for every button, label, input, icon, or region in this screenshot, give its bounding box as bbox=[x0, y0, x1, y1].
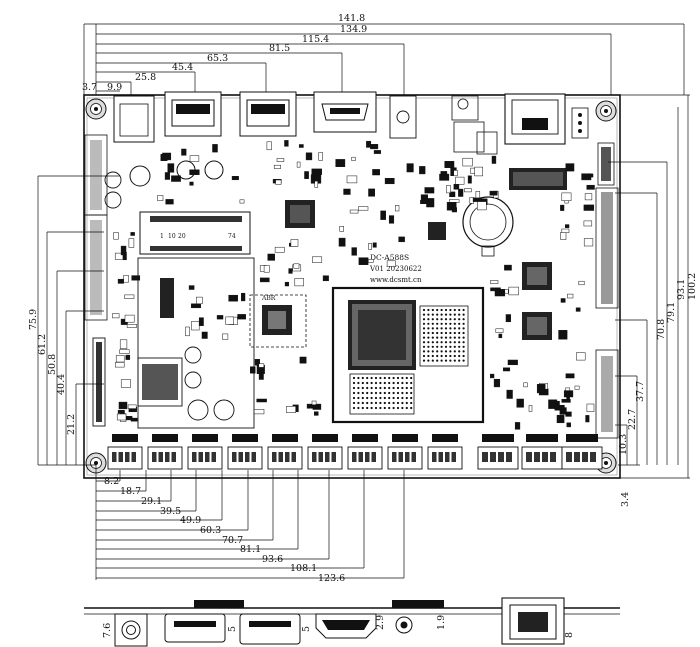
usb-port-1 bbox=[164, 91, 222, 137]
bottom-edge-connectors bbox=[107, 434, 603, 470]
side-view: 7.6 5 5 2.9 1.9 8 bbox=[84, 597, 620, 647]
dim-top-65-3: 65.3 bbox=[207, 53, 228, 64]
dc-jack-connector bbox=[113, 95, 155, 143]
dim-bottom-8: 93.6 bbox=[262, 554, 283, 565]
side-dim-1-9: 1.9 bbox=[436, 615, 447, 630]
dim-top-25-8: 25.8 bbox=[135, 72, 156, 83]
dim-left-21-2: 21.2 bbox=[66, 414, 77, 435]
dim-top-3-7: 3.7 bbox=[82, 82, 97, 93]
board-model-text: DC-A588S bbox=[370, 253, 409, 262]
pcb-board: 1 10 20 74 ABR DC-A588S V01 20230622 www… bbox=[83, 91, 621, 479]
hdmi-connector bbox=[313, 91, 377, 133]
audio-jack bbox=[389, 95, 417, 139]
coin-battery bbox=[462, 196, 514, 257]
pmic-area: ABR bbox=[249, 294, 307, 348]
side-dim-8: 8 bbox=[564, 632, 575, 638]
dim-bottom-5: 60.3 bbox=[200, 525, 221, 536]
board-silkscreen-label: DC-A588S V01 20230622 www.dcsmt.cn bbox=[369, 253, 422, 284]
side-dim-5-b: 5 bbox=[301, 626, 312, 632]
dim-left-61-2: 61.2 bbox=[37, 334, 48, 355]
dim-right-3-4: 3.4 bbox=[620, 492, 631, 507]
dim-top-134-9: 134.9 bbox=[340, 24, 367, 35]
mounting-hole-top-left bbox=[85, 98, 107, 120]
top-dimensions: 141.8 134.9 115.4 81.5 65.3 45.4 25.8 9.… bbox=[82, 13, 685, 97]
fpc-connector-left bbox=[92, 337, 106, 427]
usb-port-2 bbox=[239, 91, 297, 137]
dim-bottom-1: 18.7 bbox=[120, 486, 141, 497]
soc-module bbox=[331, 286, 485, 424]
mpcie-slot: 1 10 20 74 bbox=[139, 211, 251, 255]
dim-right-100-2: 100.2 bbox=[687, 273, 698, 300]
dim-bottom-7: 81.1 bbox=[240, 544, 261, 555]
svg-text:74: 74 bbox=[228, 233, 236, 240]
svg-text:10: 10 bbox=[168, 233, 176, 240]
board-version-text: V01 20230622 bbox=[369, 265, 422, 273]
right-dimensions: 100.2 93.1 79.1 70.8 37.7 22.7 10.3 3.4 bbox=[608, 94, 698, 507]
dim-top-81-5: 81.5 bbox=[269, 43, 290, 54]
dim-left-40-4: 40.4 bbox=[56, 374, 67, 395]
svg-text:1: 1 bbox=[160, 233, 164, 240]
mounting-hole-bottom-left bbox=[85, 452, 107, 474]
dim-bottom-9: 108.1 bbox=[290, 563, 317, 574]
dim-top-115-4: 115.4 bbox=[302, 34, 329, 45]
side-dim-2-9: 2.9 bbox=[375, 615, 386, 630]
dim-bottom-10: 123.6 bbox=[318, 573, 345, 584]
smd-components bbox=[112, 140, 595, 430]
dim-left-50-8: 50.8 bbox=[47, 354, 58, 375]
dim-right-37-7: 37.7 bbox=[635, 381, 646, 402]
right-pin-header bbox=[595, 142, 619, 439]
dim-top-45-4: 45.4 bbox=[172, 62, 193, 73]
dim-bottom-3: 39.5 bbox=[160, 506, 181, 517]
side-dim-5-a: 5 bbox=[227, 626, 238, 632]
left-pin-header bbox=[84, 134, 108, 321]
side-dim-7-6: 7.6 bbox=[102, 623, 113, 638]
dim-top-141-8: 141.8 bbox=[338, 13, 365, 24]
chip-label-abr: ABR bbox=[261, 295, 276, 302]
svg-text:20: 20 bbox=[178, 233, 186, 240]
dim-right-79-1: 79.1 bbox=[666, 302, 677, 323]
mounting-hole-top-right bbox=[595, 100, 617, 122]
board-website-text: www.dcsmt.cn bbox=[370, 276, 422, 284]
dim-left-75-9: 75.9 bbox=[28, 309, 39, 330]
dim-right-22-7: 22.7 bbox=[627, 409, 638, 430]
dim-bottom-2: 29.1 bbox=[141, 496, 162, 507]
dim-right-93-1: 93.1 bbox=[676, 279, 687, 300]
dim-right-10-3: 10.3 bbox=[618, 434, 629, 455]
dim-bottom-6: 70.7 bbox=[222, 535, 243, 546]
dim-top-9-9: 9.9 bbox=[107, 82, 122, 93]
dim-right-70-8: 70.8 bbox=[656, 319, 667, 340]
bottom-dimensions: 8.218.729.139.549.960.370.781.193.6 108.1… bbox=[95, 465, 405, 584]
dim-bottom-4: 49.9 bbox=[180, 515, 201, 526]
rj45-connector bbox=[504, 93, 566, 145]
left-dimensions: 75.9 61.2 50.8 40.4 21.2 bbox=[28, 175, 120, 466]
dim-bottom-0: 8.2 bbox=[104, 476, 119, 487]
